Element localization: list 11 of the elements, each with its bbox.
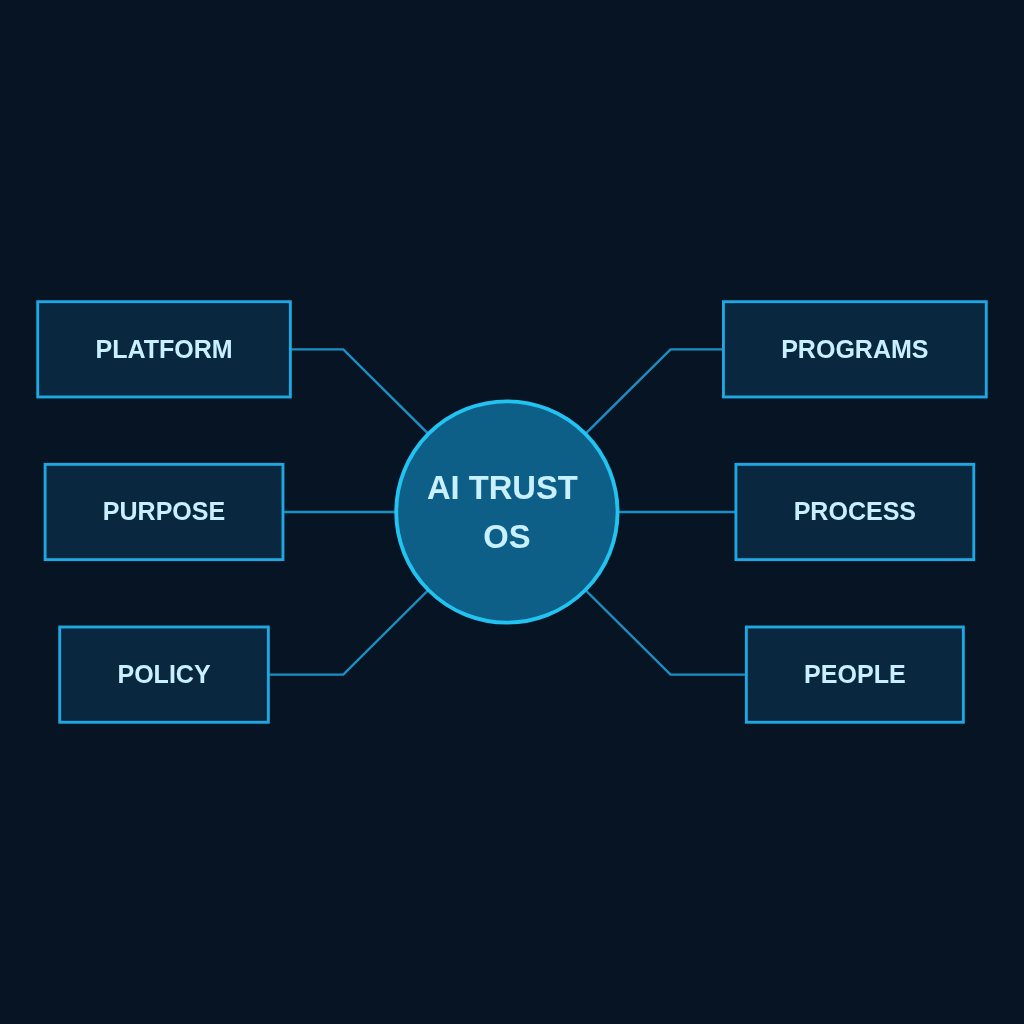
node-circle: AI TRUST OS [394,399,620,625]
connector [584,348,724,435]
connector [268,589,430,676]
node-box: PURPOSE [43,462,285,562]
node-box: POLICY [58,625,270,724]
node-box: PEOPLE [744,625,965,724]
node-box: PLATFORM [36,300,292,399]
connector [584,589,747,676]
node-box: PROCESS [734,462,976,562]
connector [290,348,430,435]
node-box: PROGRAMS [722,300,988,399]
